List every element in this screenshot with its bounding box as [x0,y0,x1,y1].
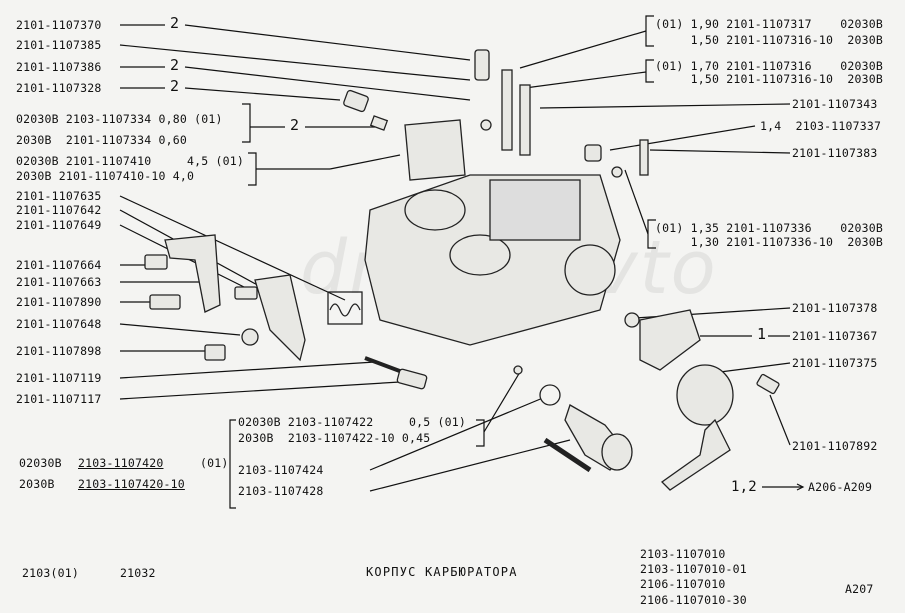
footer-code-2: 2103-1107010-01 [640,562,747,576]
label-left-7: 02030В 2101-1107410 4,5 (01) [16,154,244,168]
footer-title: КОРПУС КАРБЮРАТОРА [366,565,518,579]
label-right-9: 2101-1107375 [792,356,878,370]
label-right-4: 1,4 2103-1107337 [760,119,882,133]
label-right-5: 2101-1107383 [792,146,878,160]
label-center-2: 2030В 2103-1107422-10 0,45 [238,431,431,445]
label-left-10: 2101-1107642 [16,203,102,217]
label-right-6b: 1,30 2101-1107336-10 2030В [655,235,883,249]
footer-page: А207 [845,582,874,596]
label-right-2a: (01) 1,70 2101-1107316 02030В [655,59,883,73]
qty-1: 2 [170,14,180,32]
label-left-13: 2101-1107663 [16,275,102,289]
footer-model-b: 21032 [120,566,156,580]
footer-code-4: 2106-1107010-30 [640,593,747,607]
label-right-2b: 1,50 2101-1107316-10 2030В [655,72,883,86]
label-left-1: 2101-1107370 [16,18,102,32]
qty-4: 2 [290,116,300,134]
label-left-4: 2101-1107328 [16,81,102,95]
label-right-1b: 1,50 2101-1107316-10 2030В [655,33,883,47]
label-right-6a: (01) 1,35 2101-1107336 02030В [655,221,883,235]
qty-right: 1 [757,325,767,343]
label-left-12: 2101-1107664 [16,258,102,272]
label-left-15: 2101-1107648 [16,317,102,331]
ref-qty: 1,2 [731,479,757,495]
label-center-1: 02030В 2103-1107422 0,5 (01) [238,415,466,429]
qty-2: 2 [170,56,180,74]
label-left-9: 2101-1107635 [16,189,102,203]
label-left-6: 2030В 2101-1107334 0,60 [16,133,187,147]
assembly-2-part: 2103-1107420-10 [78,477,185,491]
ref-target: А206-А209 [808,480,873,494]
label-left-18: 2101-1107117 [16,392,102,406]
label-right-1a: (01) 1,90 2101-1107317 02030В [655,17,883,31]
footer-code-1: 2103-1107010 [640,547,726,561]
assembly-1-part: 2103-1107420 [78,456,164,470]
label-right-3: 2101-1107343 [792,97,878,111]
qty-3: 2 [170,77,180,95]
label-left-2: 2101-1107385 [16,38,102,52]
assembly-2-prefix: 2030В [19,477,55,491]
label-right-8: 2101-1107367 [792,329,878,343]
label-right-10: 2101-1107892 [792,439,878,453]
footer-code-3: 2106-1107010 [640,577,726,591]
assembly-1-suffix: (01) [200,456,229,470]
label-left-11: 2101-1107649 [16,218,102,232]
label-left-3: 2101-1107386 [16,60,102,74]
label-right-7: 2101-1107378 [792,301,878,315]
assembly-1-prefix: 02030В [19,456,62,470]
label-left-17: 2101-1107119 [16,371,102,385]
label-left-8: 2030В 2101-1107410-10 4,0 [16,169,195,183]
label-left-14: 2101-1107890 [16,295,102,309]
label-center-4: 2103-1107428 [238,484,324,498]
label-center-3: 2103-1107424 [238,463,324,477]
footer-model-a: 2103(01) [22,566,79,580]
label-left-5: 02030В 2103-1107334 0,80 (01) [16,112,223,126]
label-left-16: 2101-1107898 [16,344,102,358]
